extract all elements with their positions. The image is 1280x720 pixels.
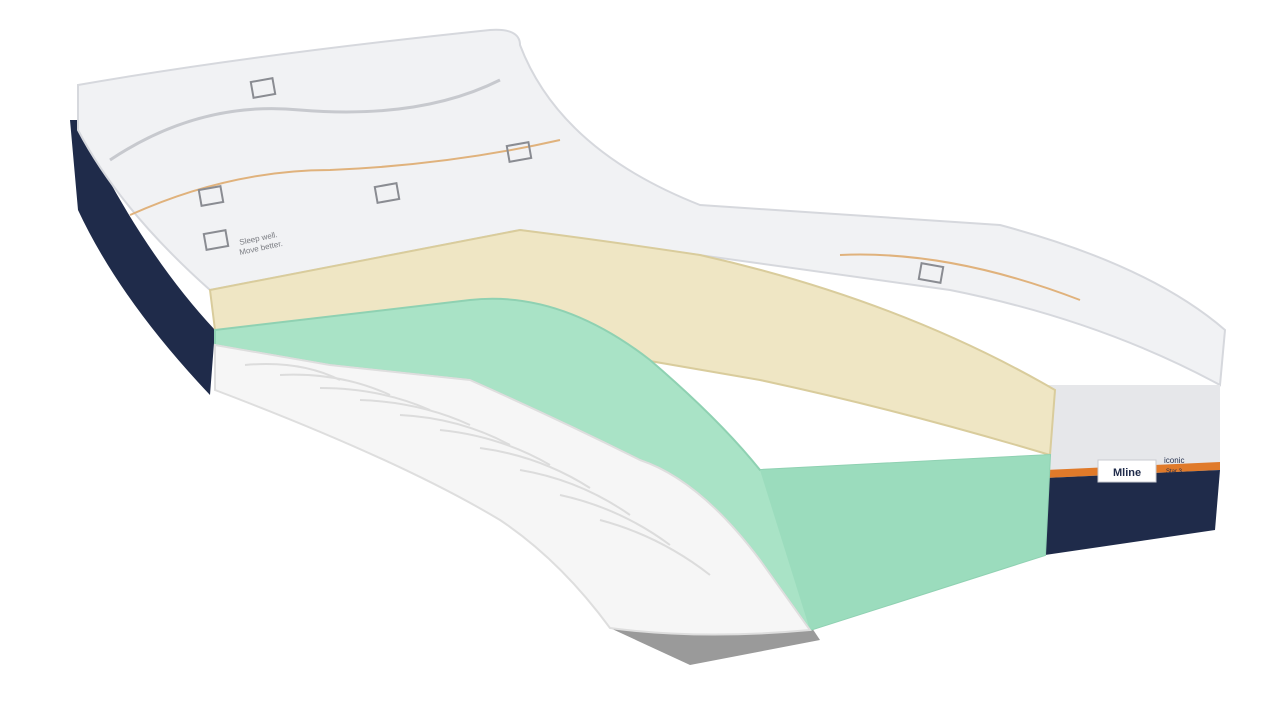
cover-logo-icons	[197, 77, 945, 284]
cover-wave-line-2	[129, 139, 561, 216]
border-left-navy	[70, 120, 215, 395]
model-label-line2: Star 3	[1166, 469, 1183, 475]
green-foam-front	[760, 455, 1050, 630]
border-right-cover	[1045, 385, 1220, 470]
cover-wave-line-1	[109, 78, 501, 162]
white-wave-foam	[214, 343, 812, 636]
model-label-line1: iconic	[1164, 456, 1184, 465]
brand-label: Mline	[1113, 467, 1141, 479]
label-patch	[1097, 459, 1157, 483]
wave-ridges	[244, 363, 711, 576]
cover-wave-line-3	[839, 253, 1081, 301]
latex-layer	[208, 228, 1057, 457]
border-right-navy	[1045, 470, 1220, 555]
